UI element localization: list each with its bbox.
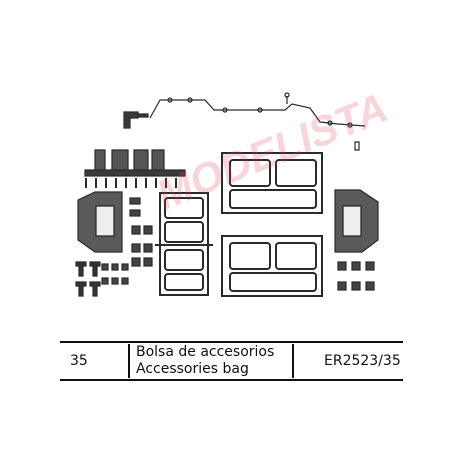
cab-window-sprue-top [221,152,323,214]
column-divider [292,344,294,378]
cab-window-sprue-bottom [221,235,323,297]
accessories-bag-illustration: MODELISTA [75,84,394,297]
l-bracket [123,111,149,129]
part-description: Bolsa de accesorios Accessories bag [136,343,296,379]
small-pieces-left [101,197,153,285]
description-english: Accessories bag [136,361,249,377]
window-frames-sprue [155,192,213,296]
handrail-wire [149,92,366,151]
description-spanish: Bolsa de accesorios [136,344,275,360]
screws [75,261,101,297]
right-buffer-beam [334,189,379,253]
column-divider [128,344,130,378]
left-buffer-beam [77,191,123,253]
part-reference: ER2523/35 [324,353,401,369]
parts-table-row: 35 Bolsa de accesorios Accessories bag E… [60,341,403,381]
small-pieces-right [337,261,375,291]
detail-parts-sprue [84,149,186,188]
part-number: 35 [70,353,88,369]
